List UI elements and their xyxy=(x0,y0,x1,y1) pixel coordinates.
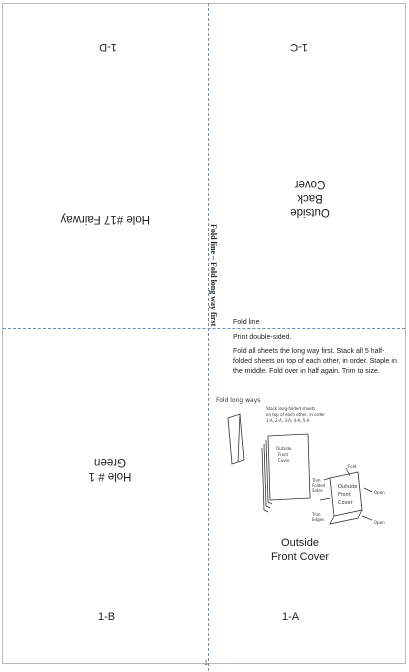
sketch-sheet-label-2: Front xyxy=(278,452,289,457)
front-cover-title: Outside Front Cover xyxy=(262,536,338,564)
sketch-stack-note-3: 1-A, 2-A, 3-A, 4-A, 5-A xyxy=(266,418,310,423)
sketch-open-bottom: Open xyxy=(374,520,385,525)
panel-code-1d: 1-D xyxy=(99,41,117,53)
front-cover-line-2: Front Cover xyxy=(270,551,330,563)
sketch-sheet-label-1: Outside xyxy=(276,446,292,451)
sketch-booklet-line-2: Front xyxy=(338,492,351,498)
sketch-stack-note-1: Stack long-folded sheets xyxy=(266,406,315,411)
panel-code-1b: 1-B xyxy=(98,611,116,623)
sketch-booklet-line-1: Outside xyxy=(338,484,357,490)
print-instruction: Print double-sided. xyxy=(233,334,292,341)
back-cover-title: Outside Back Cover xyxy=(280,177,340,219)
panel-title-hole1: Hole # 1 Green xyxy=(80,455,140,483)
page-number: 1 xyxy=(204,660,208,667)
fold-instructions: Fold all sheets the long way first. Stac… xyxy=(233,348,397,375)
horizontal-fold-line xyxy=(3,328,405,329)
sketch-sheet-label-3: Cover xyxy=(278,458,290,463)
front-cover-line-1: Outside xyxy=(281,537,319,549)
hole1-line-2: Green xyxy=(94,456,126,468)
booklet-page xyxy=(2,3,406,664)
sketch-trim-edges-2: Edges xyxy=(312,517,324,522)
back-cover-line-2: Back xyxy=(297,192,323,204)
sketch-trim-sides-3: Sides xyxy=(312,488,323,493)
back-cover-line-3: Cover xyxy=(294,178,326,190)
vertical-fold-label: Fold line – Fold long way first xyxy=(209,224,218,327)
sketch-open-right: Open xyxy=(374,490,385,495)
sketch-trim-sides-1: Trim xyxy=(311,478,321,483)
horizontal-fold-label: Fold line xyxy=(233,319,260,326)
sketch-trim-sides-2: Folded xyxy=(312,483,326,488)
folding-sketch: Fold long ways Stack long-folded sheets … xyxy=(216,397,385,525)
panel-code-1c: 1-C xyxy=(290,41,308,53)
sketch-fold-note: Fold xyxy=(348,464,357,469)
panel-code-1a: 1-A xyxy=(282,611,300,623)
vertical-fold-line xyxy=(208,3,209,671)
sketch-stack-note-2: on top of each other, in order xyxy=(266,412,325,417)
sketch-booklet-line-3: Cover xyxy=(338,500,354,506)
hole1-line-1: Hole # 1 xyxy=(88,470,132,482)
sketch-fold-long-ways: Fold long ways xyxy=(216,397,260,404)
panel-title-hole17: Hole #17 Fairway xyxy=(60,213,150,225)
sketch-trim-edges-1: Trim xyxy=(311,512,321,517)
back-cover-line-1: Outside xyxy=(290,206,330,218)
